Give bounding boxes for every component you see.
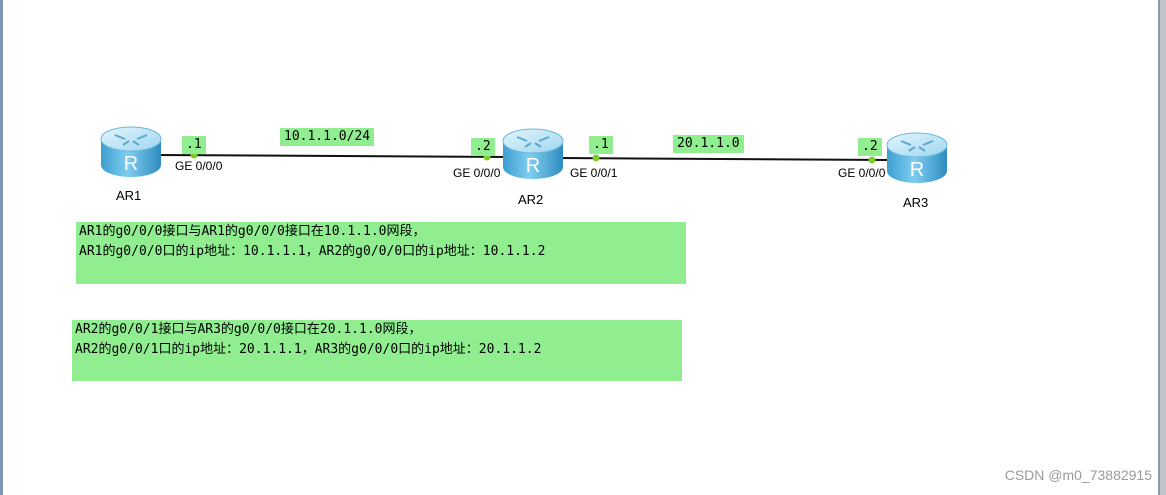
interface-label-ar3: GE 0/0/0 [838,166,886,180]
port-dot-ar2-g001[interactable] [592,154,600,162]
window-right-border-line [1158,0,1160,495]
router-label-ar2: AR2 [518,192,544,207]
ip-label-ar2-g001: .1 [589,136,613,154]
network-label-link2: 20.1.1.0 [673,135,744,153]
note-line: AR2的g0/0/1口的ip地址：20.1.1.1，AR3的g0/0/0口的ip… [75,342,542,357]
router-icon[interactable]: R [886,132,948,183]
svg-text:R: R [910,159,924,181]
scrollbar-track[interactable] [1160,0,1166,495]
interface-label-ar2-right: GE 0/0/1 [570,166,618,180]
note-line: AR1的g0/0/0接口与AR1的g0/0/0接口在10.1.1.0网段， [79,224,426,239]
interface-label-ar2-left: GE 0/0/0 [453,166,501,180]
port-dot-ar3-g000[interactable] [868,156,876,164]
ip-label-ar2-g000: .2 [471,138,495,156]
note-box-link2: AR2的g0/0/1接口与AR3的g0/0/0接口在20.1.1.0网段， AR… [72,320,682,381]
interface-label-ar1: GE 0/0/0 [175,159,223,173]
router-label-ar1: AR1 [116,188,142,203]
link-ar2-ar3[interactable] [559,157,897,161]
network-label-link1: 10.1.1.0/24 [280,128,375,146]
router-icon[interactable]: R [502,128,564,179]
ip-label-ar1-g000: .1 [182,136,206,154]
router-label-ar3: AR3 [903,195,929,210]
note-line: AR1的g0/0/0口的ip地址：10.1.1.1，AR2的g0/0/0口的ip… [79,244,546,259]
watermark: CSDN @m0_73882915 [1004,467,1152,483]
ip-label-ar3-g000: .2 [858,138,882,156]
note-box-link1: AR1的g0/0/0接口与AR1的g0/0/0接口在10.1.1.0网段， AR… [76,222,686,284]
svg-text:R: R [124,153,138,175]
router-icon[interactable]: R [100,126,162,177]
note-line: AR2的g0/0/1接口与AR3的g0/0/0接口在20.1.1.0网段， [75,322,422,337]
svg-text:R: R [526,155,540,177]
link-ar1-ar2[interactable] [157,154,513,158]
window-left-border [0,0,3,495]
